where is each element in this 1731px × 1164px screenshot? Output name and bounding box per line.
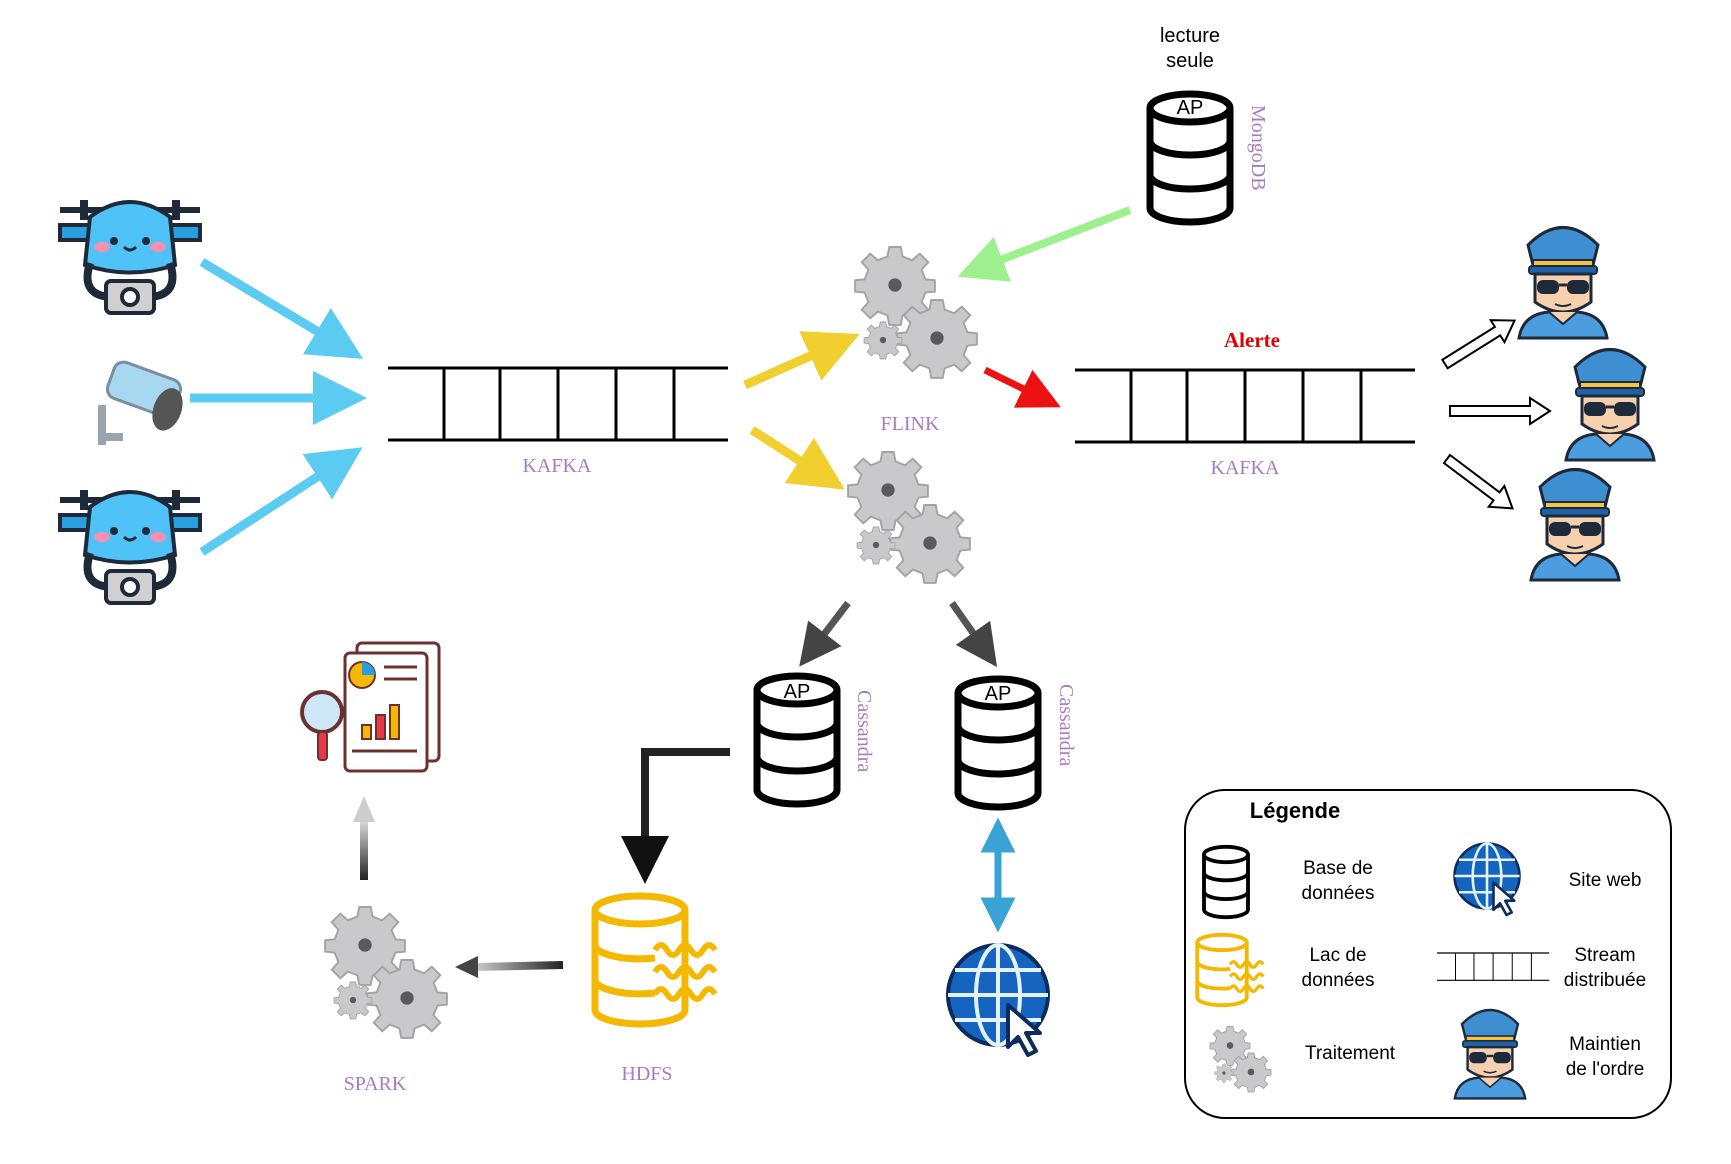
kafka-out-label: KAFKA [1211, 457, 1280, 479]
police-officer-icon [1529, 468, 1621, 582]
legend-stream-line1: Stream [1574, 945, 1635, 966]
kafka-in-stream [386, 366, 730, 442]
alert-title: Alerte [1224, 328, 1280, 352]
legend-title: Légende [1250, 798, 1340, 823]
legend-datalake-line1: Lac de [1309, 945, 1366, 966]
cassandra-right-ap-badge: AP [985, 683, 1012, 705]
security-camera-icon [98, 360, 183, 445]
hdfs-label: HDFS [621, 1063, 672, 1085]
mongodb-ap-badge: AP [1177, 97, 1204, 119]
legend-panel: Légende Base de données Site web Lac de … [1184, 789, 1672, 1119]
to-processing-arrow [749, 426, 845, 490]
police-officer-icon [1517, 226, 1609, 340]
police-officer-icon [1564, 348, 1656, 462]
drone-icon [60, 490, 200, 603]
to-flink-arrow [743, 331, 860, 390]
legend-website-label: Site web [1569, 870, 1642, 891]
alert-arrow [983, 366, 1061, 408]
kafka-in-label: KAFKA [523, 455, 592, 477]
legend-database-line2: données [1302, 883, 1375, 904]
hdfs-to-spark-arrow [474, 961, 564, 971]
spark-gear-cluster-icon [325, 907, 447, 1038]
source-arrow [199, 447, 363, 556]
spark-label: SPARK [344, 1073, 407, 1095]
legend-datalake-line2: données [1302, 970, 1375, 991]
cassandra-left-label: Cassandra [853, 690, 875, 772]
data-lake-icon [595, 896, 715, 1024]
mongodb-label: MongoDB [1247, 105, 1269, 191]
legend-processing-label: Traitement [1305, 1043, 1396, 1064]
legend-database-icon [1202, 844, 1250, 920]
source-arrow [199, 258, 364, 359]
drone-icon [60, 200, 200, 313]
mongodb-to-flink-arrow [957, 206, 1132, 282]
kafka-out-stream [1073, 368, 1417, 444]
flink-gear-cluster-icon [855, 247, 977, 378]
readonly-note-line1: lecture [1160, 25, 1220, 47]
legend-database-line1: Base de [1303, 858, 1373, 879]
flink-label: FLINK [881, 413, 940, 435]
dispatch-arrows [1440, 319, 1552, 510]
legend-stream-line2: distribuée [1564, 970, 1646, 991]
cassandra-to-hdfs-arrow [621, 748, 730, 884]
processing-gear-cluster-icon [848, 452, 970, 583]
report-analytics-icon [300, 641, 441, 773]
spark-to-report-arrowhead [353, 796, 375, 822]
cassandra-right-label: Cassandra [1055, 684, 1077, 766]
readonly-note-line2: seule [1166, 50, 1214, 72]
cassandra-left-ap-badge: AP [784, 681, 811, 703]
legend-police-line1: Maintien [1569, 1034, 1641, 1055]
spark-to-report-arrow [360, 820, 368, 880]
to-cassandra-right-arrow [949, 600, 998, 668]
globe-cursor-icon [946, 943, 1050, 1057]
legend-police-line2: de l'ordre [1566, 1059, 1645, 1080]
hdfs-to-spark-arrowhead [455, 956, 478, 978]
to-cassandra-left-arrow [799, 600, 851, 667]
